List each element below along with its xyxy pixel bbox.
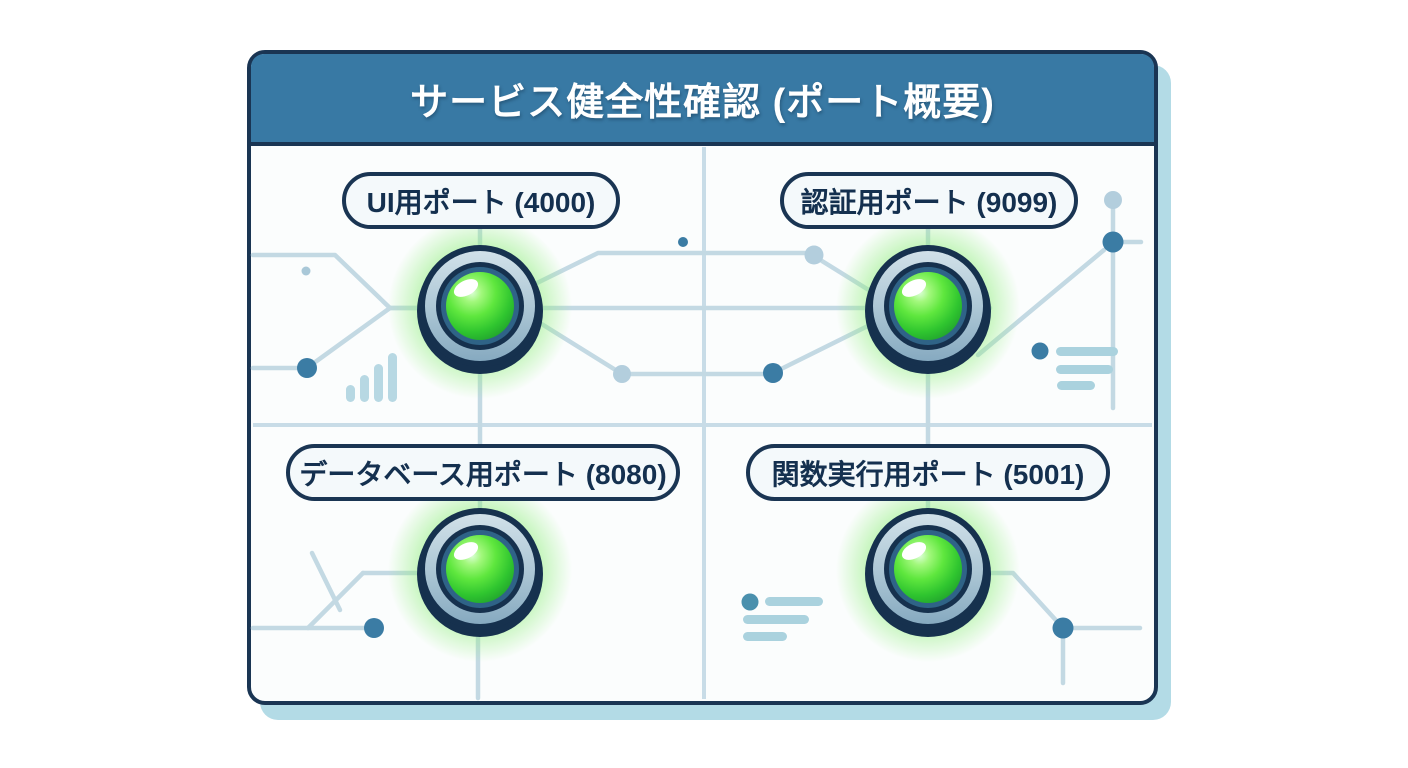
page-title: サービス健全性確認 (ポート概要) xyxy=(410,81,995,124)
panel-title-bar: サービス健全性確認 (ポート概要) xyxy=(251,54,1154,146)
diagram-panel: サービス健全性確認 (ポート概要) xyxy=(247,50,1158,705)
port-label-functions: 関数実行用ポート (5001) xyxy=(746,444,1110,501)
port-label-ui: UI用ポート (4000) xyxy=(342,172,620,229)
port-label-auth: 認証用ポート (9099) xyxy=(780,172,1078,229)
port-label-database: データベース用ポート (8080) xyxy=(286,444,680,501)
